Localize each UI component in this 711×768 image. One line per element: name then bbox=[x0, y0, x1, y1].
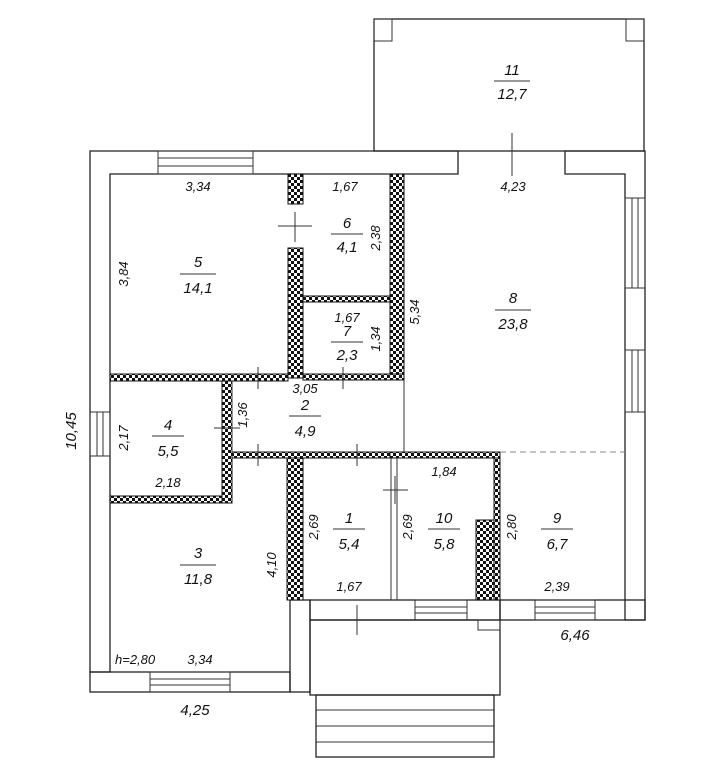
svg-text:9: 9 bbox=[553, 510, 562, 527]
dim-room6-right: 2,38 bbox=[368, 225, 383, 252]
svg-text:1: 1 bbox=[345, 510, 353, 527]
dim-room2-top: 3,05 bbox=[292, 381, 318, 396]
svg-text:3: 3 bbox=[194, 545, 203, 562]
room-2-label: 2 4,9 bbox=[289, 397, 321, 440]
svg-text:2: 2 bbox=[300, 397, 310, 414]
window-bottom-room10 bbox=[414, 599, 468, 621]
svg-text:12,7: 12,7 bbox=[497, 86, 527, 103]
dim-room10-left: 2,69 bbox=[400, 514, 415, 540]
svg-text:4,1: 4,1 bbox=[337, 239, 358, 256]
dim-room4-bottom: 2,18 bbox=[154, 475, 181, 490]
window-right-room8-upper bbox=[624, 197, 646, 289]
dim-room5-left: 3,84 bbox=[116, 261, 131, 286]
ceiling-height: h=2,80 bbox=[115, 652, 156, 667]
dim-overall-bottom-right: 6,46 bbox=[560, 627, 590, 644]
svg-text:11,8: 11,8 bbox=[184, 571, 213, 588]
dim-room5-top: 3,34 bbox=[185, 179, 210, 194]
svg-text:10: 10 bbox=[436, 510, 453, 527]
svg-text:5,4: 5,4 bbox=[339, 536, 360, 553]
svg-text:4,9: 4,9 bbox=[295, 423, 317, 440]
dim-room8-top: 4,23 bbox=[500, 179, 526, 194]
interior-lines bbox=[231, 380, 625, 600]
dim-room1-bottom: 1,67 bbox=[336, 579, 362, 594]
dim-room9-bottom: 2,39 bbox=[543, 579, 569, 594]
terrace-outline bbox=[373, 18, 645, 176]
svg-text:23,8: 23,8 bbox=[497, 316, 528, 333]
dim-room2-left: 1,36 bbox=[235, 402, 250, 428]
dim-room3-bottom: 3,34 bbox=[187, 652, 212, 667]
svg-text:11: 11 bbox=[504, 62, 520, 79]
room-3-label: 3 11,8 bbox=[180, 545, 216, 588]
room-5-label: 5 14,1 bbox=[180, 254, 216, 297]
svg-text:6,7: 6,7 bbox=[547, 536, 569, 553]
dim-room8-left: 5,34 bbox=[407, 299, 422, 324]
window-bottom-room3 bbox=[149, 671, 231, 693]
window-bottom-room9 bbox=[534, 599, 596, 621]
svg-text:8: 8 bbox=[509, 290, 518, 307]
interior-hatched-walls bbox=[109, 173, 501, 601]
window-top-room5 bbox=[157, 150, 254, 175]
svg-text:5,8: 5,8 bbox=[434, 536, 456, 553]
svg-text:4: 4 bbox=[164, 417, 172, 434]
dim-room7-top: 1,67 bbox=[334, 310, 360, 325]
dimension-labels: 3,34 1,67 4,23 3,84 2,38 1,67 1,34 5,34 … bbox=[63, 179, 590, 719]
svg-text:14,1: 14,1 bbox=[183, 280, 212, 297]
dim-room3-right: 4,10 bbox=[264, 552, 279, 578]
dim-room6-top: 1,67 bbox=[332, 179, 358, 194]
porch bbox=[309, 605, 501, 696]
door-markers bbox=[214, 212, 408, 504]
dim-room10-top: 1,84 bbox=[431, 464, 456, 479]
room-labels: 11 12,7 5 14,1 6 4,1 7 2,3 8 23,8 2 4,9 bbox=[152, 62, 573, 588]
svg-text:7: 7 bbox=[343, 323, 352, 340]
room-1-label: 1 5,4 bbox=[333, 510, 365, 553]
room-9-label: 9 6,7 bbox=[541, 510, 573, 553]
room-8-label: 8 23,8 bbox=[495, 290, 531, 333]
room-6-label: 6 4,1 bbox=[331, 215, 363, 256]
svg-text:6: 6 bbox=[343, 215, 352, 232]
dim-room4-left: 2,17 bbox=[116, 425, 131, 452]
room-11-label: 11 12,7 bbox=[494, 62, 530, 103]
room-4-label: 4 5,5 bbox=[152, 417, 184, 460]
outer-walls bbox=[89, 150, 646, 693]
svg-text:2,3: 2,3 bbox=[336, 347, 359, 364]
steps bbox=[315, 694, 495, 758]
window-right-room8-lower bbox=[624, 349, 646, 413]
dim-room1-left: 2,69 bbox=[306, 514, 321, 540]
window-left-room4 bbox=[89, 411, 111, 457]
room-7-label: 7 2,3 bbox=[331, 323, 363, 364]
dim-room7-right: 1,34 bbox=[368, 326, 383, 351]
windows bbox=[89, 150, 646, 693]
dim-overall-bottom-left: 4,25 bbox=[180, 702, 210, 719]
dim-room9-left: 2,80 bbox=[504, 514, 519, 541]
svg-text:5: 5 bbox=[194, 254, 203, 271]
dim-overall-left: 10,45 bbox=[63, 412, 80, 450]
svg-text:5,5: 5,5 bbox=[158, 443, 180, 460]
room-10-label: 10 5,8 bbox=[428, 510, 460, 553]
